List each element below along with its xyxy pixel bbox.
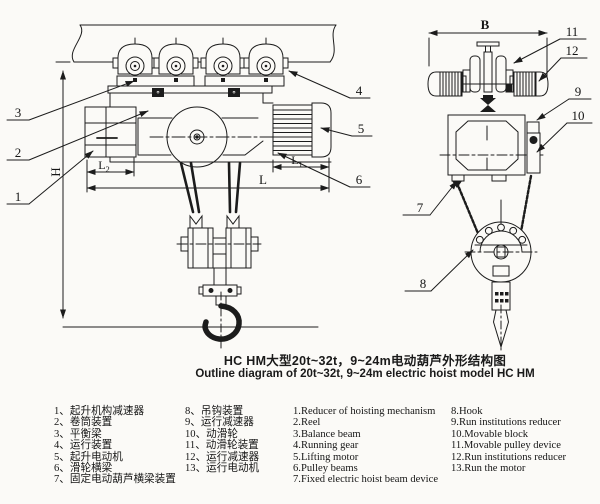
trolley-end-view bbox=[427, 41, 549, 112]
dim-label-L: L bbox=[259, 172, 267, 187]
lifting-motor bbox=[262, 102, 332, 158]
dim-label-L2: L2 bbox=[98, 158, 110, 174]
motor-fins bbox=[272, 109, 313, 151]
legend-item: 5、起升电动机 bbox=[54, 451, 123, 463]
running-gear-trolleys bbox=[112, 37, 289, 87]
movable-block bbox=[464, 199, 538, 283]
svg-text:6: 6 bbox=[356, 172, 363, 187]
suspension-frame bbox=[107, 85, 273, 97]
legend-item: 4.Running gear bbox=[293, 440, 359, 452]
dimension-L2: L2 bbox=[86, 157, 135, 193]
callout-8: 8 bbox=[404, 249, 474, 292]
legend-item: 11.Movable pulley device bbox=[451, 440, 561, 452]
title-block: HC HM大型20t~32t，9~24m电动葫芦外形结构图 Outline di… bbox=[130, 354, 600, 381]
box-cover bbox=[455, 120, 519, 171]
legend-english-col1: 1.Reducer of hoisting mechanism 2.Reel 3… bbox=[293, 406, 438, 486]
hook-end-view bbox=[491, 281, 511, 353]
left-view-callouts: 3 2 1 4 5 bbox=[6, 70, 373, 205]
hoist-outline-drawing: H L2 L1 L 3 bbox=[6, 17, 593, 353]
svg-text:10: 10 bbox=[572, 108, 585, 123]
trolley-wheel bbox=[469, 55, 481, 93]
svg-text:3: 3 bbox=[15, 105, 22, 120]
svg-text:7: 7 bbox=[417, 200, 424, 215]
hook bbox=[202, 303, 242, 342]
legend-item: 13、运行电动机 bbox=[185, 463, 260, 475]
legend-item: 5.Lifting motor bbox=[293, 451, 359, 463]
motor-fins bbox=[442, 71, 462, 97]
dimension-L1: L1 bbox=[272, 153, 330, 193]
beam-break-left bbox=[71, 24, 83, 63]
runway-beam bbox=[71, 24, 337, 63]
legend-item: 7、固定电动葫芦横梁装置 bbox=[54, 474, 176, 486]
callout-12: 12 bbox=[538, 43, 588, 82]
callout-4: 4 bbox=[288, 70, 371, 99]
title-chinese: HC HM大型20t~32t，9~24m电动葫芦外形结构图 bbox=[223, 354, 507, 368]
legend-item: 1.Reducer of hoisting mechanism bbox=[293, 406, 436, 417]
legend-chinese-col2: 8、吊钩装置 9、运行减速器 10、动滑轮 11、动滑轮装置 12、运行减速器 … bbox=[185, 406, 259, 474]
dim-label-H: H bbox=[48, 167, 63, 176]
callout-3: 3 bbox=[6, 80, 135, 121]
dimension-L: L bbox=[86, 172, 330, 191]
beam-top-flange bbox=[476, 41, 500, 47]
callout-9: 9 bbox=[536, 84, 592, 121]
callout-7: 7 bbox=[402, 180, 458, 216]
legend-item: 2、卷筒装置 bbox=[54, 417, 113, 429]
legend-english-col2: 8.Hook 9.Run institutions reducer 10.Mov… bbox=[451, 406, 566, 474]
legend-item: 6.Pulley beams bbox=[293, 463, 358, 475]
rope-socket bbox=[189, 214, 203, 229]
legend-item: 2.Reel bbox=[293, 417, 321, 429]
legend-item: 9、运行减速器 bbox=[185, 417, 254, 429]
legend-item: 10.Movable block bbox=[451, 428, 529, 440]
legend-item: 7.Fixed electric hoist beam device bbox=[293, 474, 439, 486]
svg-text:2: 2 bbox=[15, 145, 22, 160]
legend-item: 4、运行装置 bbox=[54, 440, 113, 452]
legend-item: 8.Hook bbox=[451, 406, 483, 417]
legend-item: 12、运行减速器 bbox=[185, 451, 260, 463]
legend-item: 3、平衡梁 bbox=[54, 428, 102, 440]
svg-text:5: 5 bbox=[358, 121, 365, 136]
beam-break-right bbox=[329, 24, 337, 63]
dimension-H: H bbox=[48, 61, 319, 328]
rope-socket bbox=[226, 214, 240, 229]
hoisting-reducer-gearbox bbox=[84, 106, 137, 158]
callout-1: 1 bbox=[6, 150, 94, 205]
right-view-callouts: 7 8 9 10 11 bbox=[402, 24, 593, 292]
svg-text:9: 9 bbox=[575, 84, 582, 99]
hook-block bbox=[176, 214, 262, 349]
svg-text:4: 4 bbox=[356, 83, 363, 98]
callout-11: 11 bbox=[513, 24, 587, 64]
title-english: Outline diagram of 20t~32t, 9~24m electr… bbox=[195, 368, 535, 380]
left-view: H L2 L1 L 3 bbox=[6, 24, 373, 349]
svg-text:1: 1 bbox=[15, 189, 22, 204]
legend-item: 9.Run institutions reducer bbox=[451, 417, 561, 429]
legend-item: 11、动滑轮装置 bbox=[185, 440, 259, 452]
callout-5: 5 bbox=[320, 121, 373, 137]
motor-fins bbox=[516, 71, 536, 97]
run-motor-left bbox=[427, 71, 463, 97]
right-view: B bbox=[402, 17, 593, 353]
suspension-clamp bbox=[480, 98, 496, 112]
trolley-wheel bbox=[495, 55, 507, 93]
balance-beam-plate bbox=[116, 75, 195, 87]
svg-text:12: 12 bbox=[566, 43, 579, 58]
legend-item: 13.Run the motor bbox=[451, 463, 526, 475]
legend-item: 3.Balance beam bbox=[293, 428, 361, 440]
legend-chinese-col1: 1、起升机构减速器 2、卷筒装置 3、平衡梁 4、运行装置 5、起升电动机 6、… bbox=[54, 406, 176, 486]
legend-item: 10、动滑轮 bbox=[185, 428, 238, 440]
callout-6: 6 bbox=[277, 152, 371, 188]
run-motor-right bbox=[513, 71, 549, 97]
legend-item: 6、滑轮横梁 bbox=[54, 463, 113, 475]
legend-item: 1、起升机构减速器 bbox=[54, 406, 145, 417]
callout-2: 2 bbox=[6, 110, 149, 161]
legend-item: 8、吊钩装置 bbox=[185, 406, 244, 417]
svg-text:8: 8 bbox=[420, 276, 427, 291]
drum-housing bbox=[137, 117, 264, 156]
hoist-box-end-view bbox=[439, 114, 544, 188]
reducer-bracket bbox=[526, 121, 541, 174]
legend-item: 12.Run institutions reducer bbox=[451, 451, 567, 463]
balance-beam-plate bbox=[204, 75, 285, 87]
callout-10: 10 bbox=[536, 108, 593, 153]
svg-text:11: 11 bbox=[566, 24, 579, 39]
dim-label-B: B bbox=[481, 17, 490, 32]
